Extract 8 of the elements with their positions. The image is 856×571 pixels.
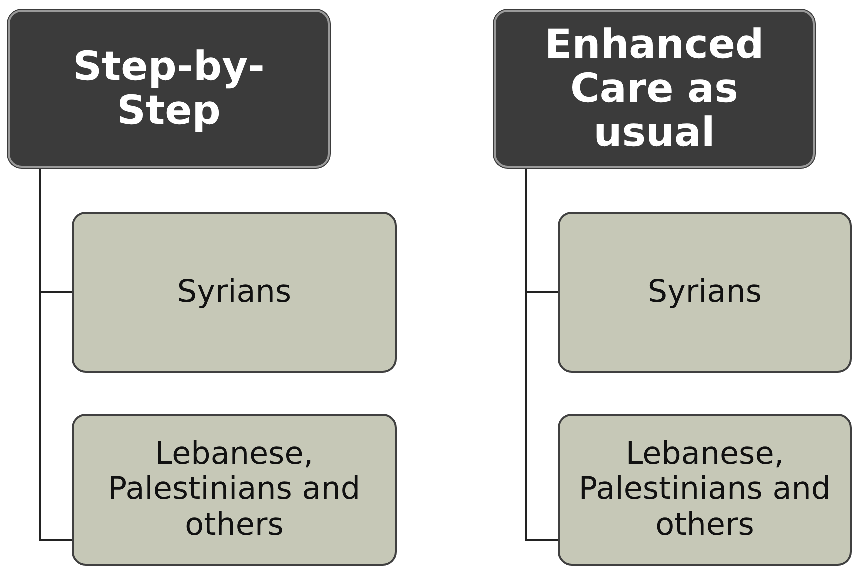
group-box: Lebanese, Palestinians and others (72, 414, 397, 566)
group-box: Lebanese, Palestinians and others (558, 414, 852, 566)
group-box: Syrians (72, 212, 397, 373)
heading-box: Enhanced Care as usual (494, 10, 815, 168)
connector-line (525, 169, 558, 542)
group-box: Syrians (558, 212, 852, 373)
connector-line (39, 169, 72, 542)
heading-box: Step-by-Step (8, 10, 330, 168)
